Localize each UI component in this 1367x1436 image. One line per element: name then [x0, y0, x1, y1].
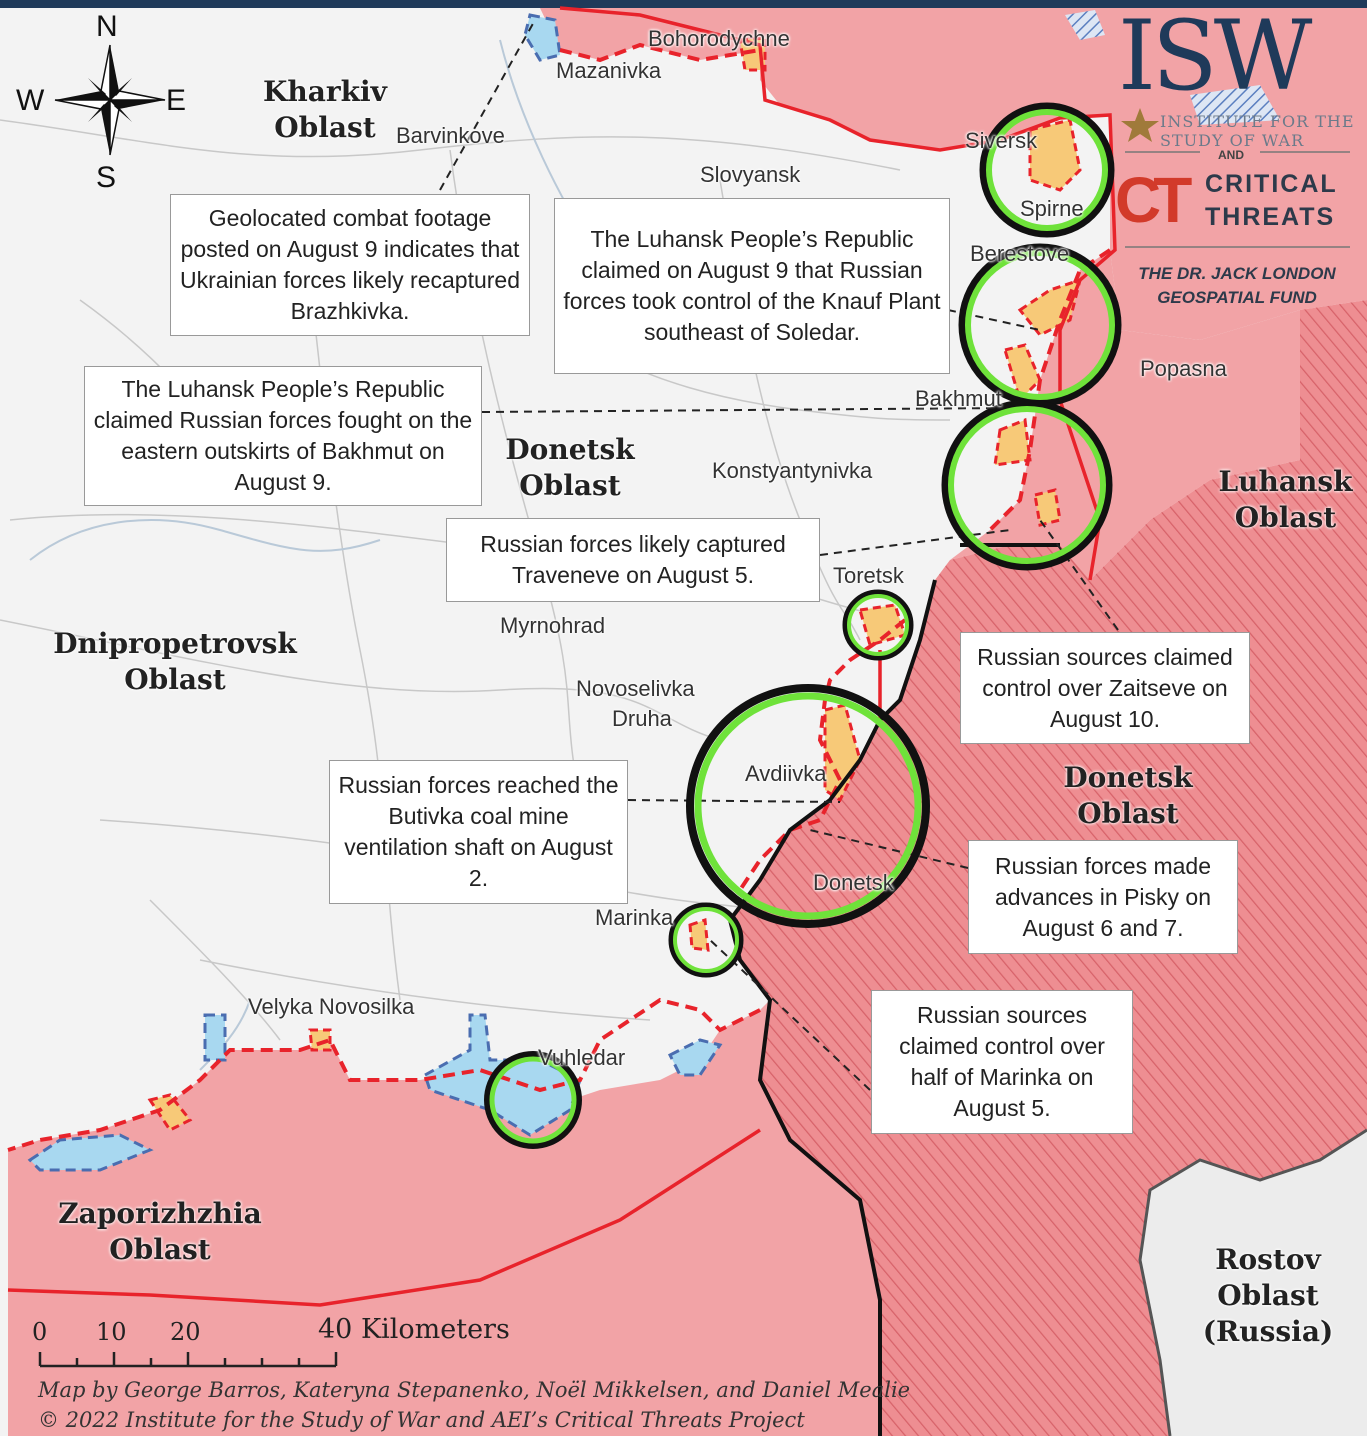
scale-label-40: 40 Kilometers [318, 1314, 510, 1345]
town-popasna: Popasna [1140, 356, 1227, 381]
note-knauf-plant: The Luhansk People’s Republic claimed on… [554, 198, 950, 374]
isw-subtitle: INSTITUTE FOR THE STUDY OF WAR [1160, 112, 1355, 150]
town-slovyansk: Slovyansk [700, 162, 801, 187]
fund-logo: THE DR. JACK LONDON GEOSPATIAL FUND [1120, 262, 1354, 310]
town-druha: Druha [612, 706, 672, 731]
town-mazanivka: Mazanivka [556, 58, 662, 83]
fund-line-2: GEOSPATIAL FUND [1157, 288, 1317, 307]
note-traveneve: Russian forces likely captured Traveneve… [446, 518, 820, 602]
note-brazhkivka: Geolocated combat footage posted on Augu… [170, 194, 530, 336]
town-avdiivka: Avdiivka [745, 761, 827, 786]
note-marinka: Russian sources claimed control over hal… [871, 990, 1133, 1134]
isw-logo: ISW [1118, 0, 1312, 112]
town-bakhmut: Bakhmut [915, 386, 1002, 411]
blue-hatch-area [1065, 10, 1105, 40]
town-toretsk: Toretsk [833, 563, 904, 588]
scale-label-10: 10 [96, 1318, 127, 1346]
town-velyka-novosilka: Velyka Novosilka [248, 994, 415, 1019]
compass-rose [54, 44, 166, 156]
red-border-south [7, 1128, 761, 1307]
contested-areas [147, 36, 1083, 1132]
town-vuhledar: Vuhledar [538, 1045, 626, 1070]
ct-line-1: CRITICAL [1205, 170, 1338, 198]
note-butivka: Russian forces reached the Butivka coal … [329, 760, 628, 904]
town-spirne: Spirne [1020, 196, 1084, 221]
town-konstyantynivka: Konstyantynivka [712, 458, 873, 483]
ct-line-2: THREATS [1205, 203, 1336, 231]
ct-logo-text: CRITICAL THREATS [1205, 168, 1338, 234]
russia-border [1138, 1128, 1367, 1436]
ct-logo-mark: CT [1115, 164, 1192, 236]
town-berestove: Berestove [970, 241, 1070, 266]
occupied-area-south [8, 1000, 880, 1436]
town-donetsk: Donetsk [813, 870, 894, 895]
fund-line-1: THE DR. JACK LONDON [1138, 264, 1336, 283]
russia-territory [1140, 1130, 1367, 1436]
compass-s: S [96, 161, 117, 194]
note-bakhmut: The Luhansk People’s Republic claimed Ru… [84, 366, 482, 506]
scale-label-0: 0 [32, 1318, 48, 1346]
logo-and: AND [1218, 148, 1244, 162]
note-zaitseve: Russian sources claimed control over Zai… [960, 632, 1250, 744]
scale-bar [38, 1352, 338, 1368]
town-myrnohrad: Myrnohrad [500, 613, 606, 638]
compass-e: E [166, 84, 187, 117]
top-border [0, 0, 1367, 8]
credit-copyright: © 2022 Institute for the Study of War an… [38, 1408, 805, 1432]
highlight-circles [484, 102, 1122, 1149]
town-siversk: Siversk [965, 128, 1038, 153]
compass-n: N [96, 10, 118, 43]
occupied-area-north [540, 8, 1367, 340]
isw-star-icon [1121, 108, 1159, 142]
note-pisky: Russian forces made advances in Pisky on… [968, 840, 1238, 954]
scale-label-20: 20 [170, 1318, 201, 1346]
compass-w: W [16, 84, 45, 117]
town-marinka: Marinka [595, 905, 674, 930]
claimed-control-line [7, 42, 1112, 1152]
town-barvinkove: Barvinkove [396, 123, 505, 148]
blue-hatch-area-2 [1190, 85, 1280, 125]
town-bohorodychne: Bohorodychne [648, 26, 790, 51]
credit-authors: Map by George Barros, Kateryna Stepanenk… [38, 1378, 911, 1402]
town-novoselivka: Novoselivka [576, 676, 695, 701]
